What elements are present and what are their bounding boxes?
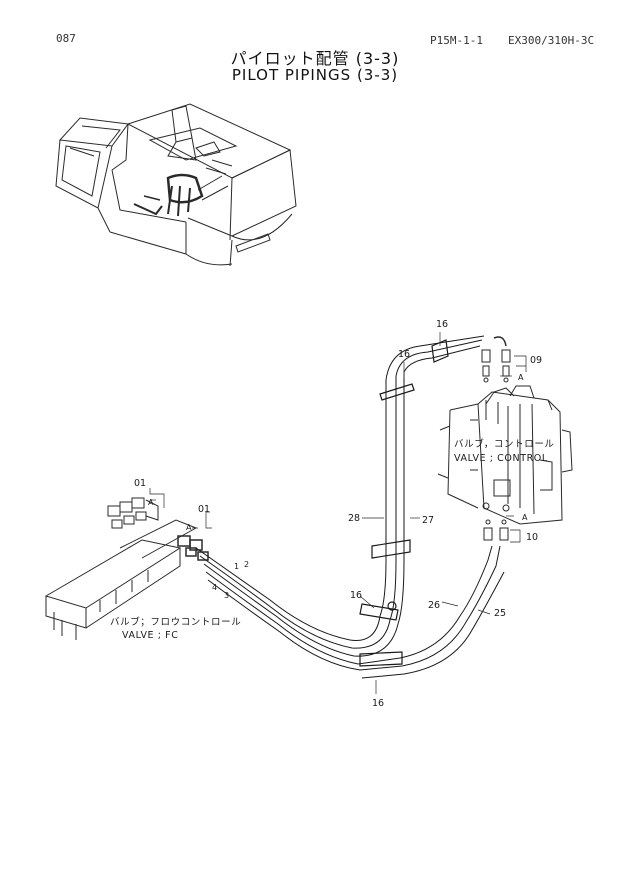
callout-01-left: 01 bbox=[134, 478, 146, 489]
leader-lines bbox=[149, 332, 527, 694]
callout-27: 27 bbox=[422, 515, 434, 526]
hose-number-4: 4 bbox=[212, 583, 217, 592]
callout-16-bottom: 16 bbox=[372, 698, 384, 709]
callout-01-mid: 01 bbox=[198, 504, 210, 515]
valve-control-label-jp: バルブ，コントロール bbox=[454, 438, 555, 450]
callout-a-right: A bbox=[522, 513, 528, 522]
callout-16-mid: 16 bbox=[350, 590, 362, 601]
callout-26: 26 bbox=[428, 600, 440, 611]
pilot-hoses bbox=[195, 335, 505, 679]
callout-28: 28 bbox=[348, 513, 360, 524]
callout-a-top: A bbox=[518, 373, 524, 382]
callout-16-left: 16 bbox=[398, 349, 410, 360]
model-code: EX300/310H-3C bbox=[508, 34, 595, 47]
hose-number-1: 1 bbox=[234, 562, 239, 571]
excavator-overview-illustration bbox=[55, 103, 297, 267]
hose-number-3: 3 bbox=[224, 591, 229, 600]
callout-10: 10 bbox=[526, 532, 538, 543]
flow-control-valve-assembly bbox=[44, 497, 209, 640]
valve-fc-label-jp: バルブ；フロウコントロール bbox=[110, 616, 241, 628]
callout-a-mid: A bbox=[186, 523, 192, 532]
callout-16-top: 16 bbox=[436, 319, 448, 330]
valve-fc-label-en: VALVE ; FC bbox=[122, 630, 178, 641]
hose-number-2: 2 bbox=[244, 560, 249, 569]
valve-control-label-en: VALVE ; CONTROL bbox=[454, 453, 548, 464]
page-code: P15M-1-1 bbox=[430, 34, 483, 47]
hose-clamps bbox=[359, 339, 449, 667]
callout-a-left: A bbox=[148, 498, 154, 507]
fittings-10 bbox=[483, 519, 509, 541]
page-number: 087 bbox=[56, 32, 76, 45]
title-english: PILOT PIPINGS (3-3) bbox=[231, 66, 399, 84]
fittings-09 bbox=[481, 336, 511, 383]
title-japanese: パイロット配管 (3-3) bbox=[230, 49, 400, 68]
callout-25: 25 bbox=[494, 608, 506, 619]
callout-09: 09 bbox=[530, 355, 542, 366]
control-valve-assembly bbox=[437, 385, 573, 525]
